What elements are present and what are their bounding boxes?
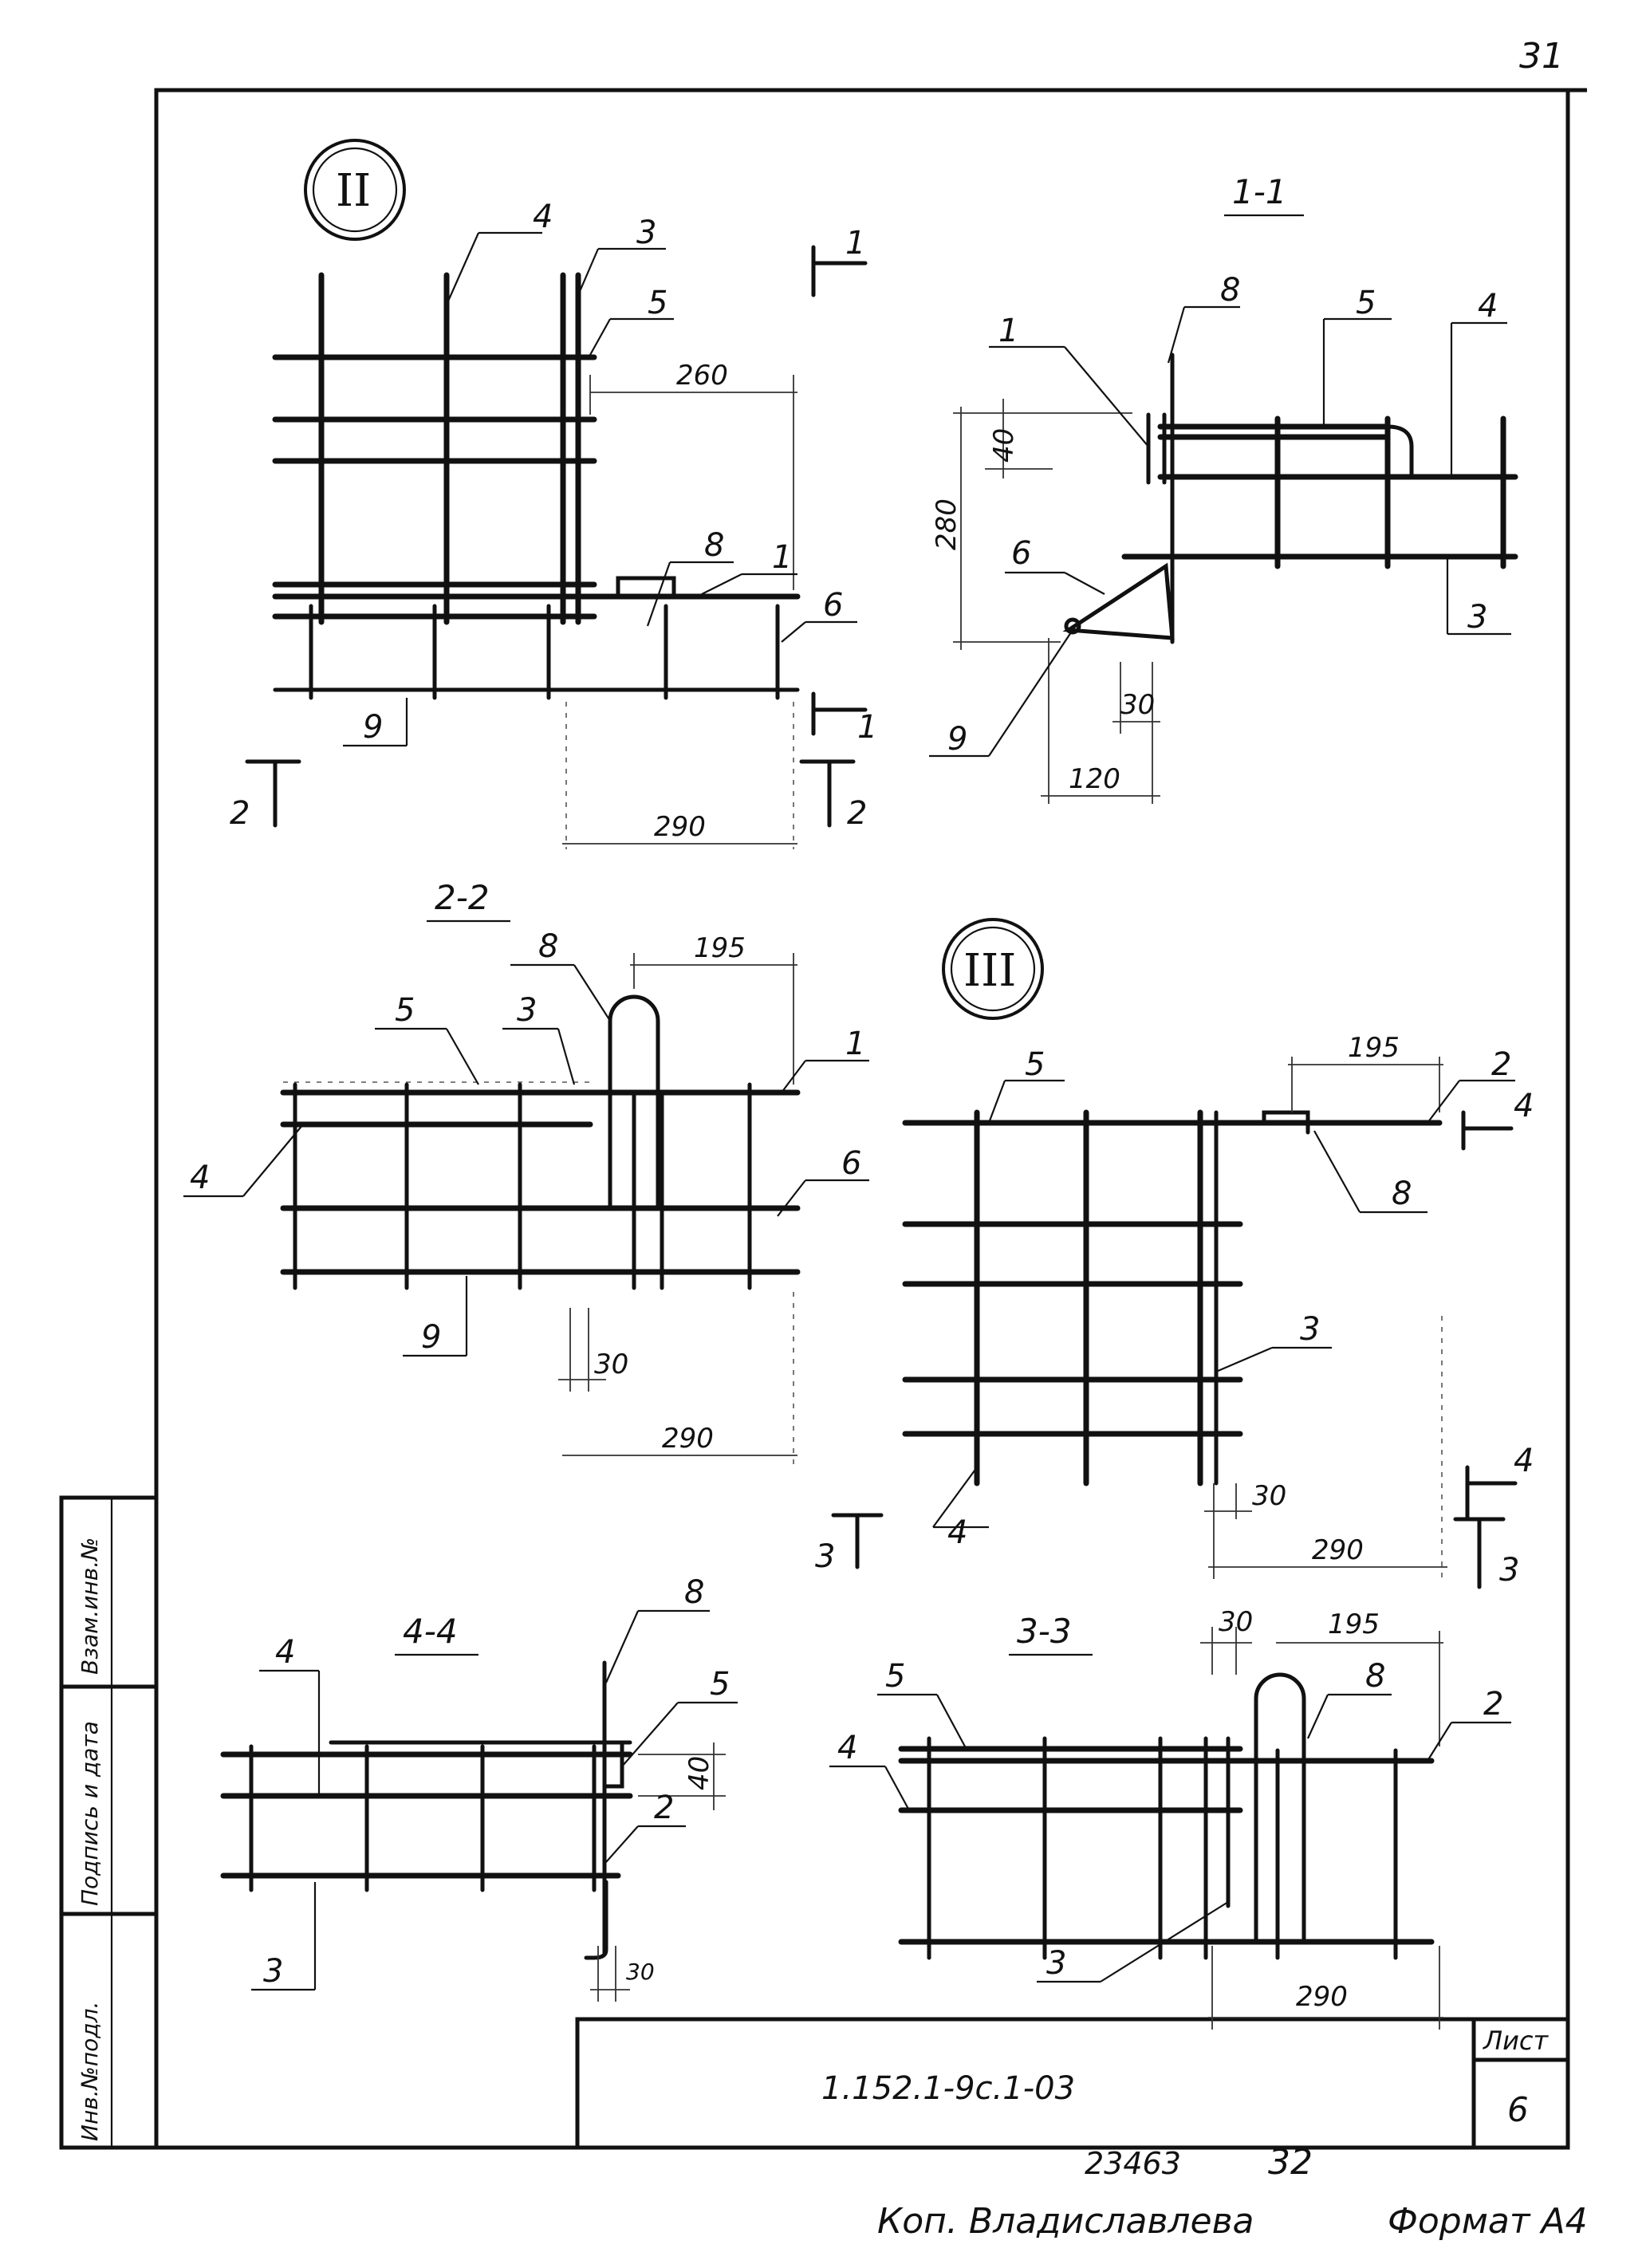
- section-2-2-pos-9: 9: [421, 1319, 441, 1356]
- node-III-pos-4: 4: [947, 1514, 967, 1551]
- section-2-2-pos-8: 8: [538, 928, 558, 965]
- section-1-1-pos-9: 9: [947, 721, 967, 758]
- section-1-1-pos-4: 4: [1478, 288, 1498, 325]
- node-III-sec3-left: 3: [815, 1538, 835, 1575]
- sheet-frame: [154, 88, 1587, 2150]
- section-3-3-pos-2: 2: [1483, 1686, 1503, 1723]
- section-1-1-dim-40: 40: [988, 428, 1020, 463]
- node-II-sec1-top: 1: [845, 225, 865, 262]
- page-number: 31: [1519, 36, 1564, 77]
- section-1-1-pos-1: 1: [998, 313, 1018, 349]
- designation: 1.152.1-9с.1-03: [821, 2070, 1075, 2107]
- node-II-sec2-left: 2: [230, 795, 250, 832]
- section-3-3-title: 3-3: [1017, 1612, 1072, 1651]
- node-III-pos-3: 3: [1300, 1311, 1320, 1348]
- section-4-4-pos-8: 8: [684, 1574, 704, 1611]
- stamp-inv-orig: Инв.№подл.: [77, 2002, 103, 2141]
- section-4-4-dim-40: 40: [683, 1756, 715, 1790]
- section-2-2-pos-4: 4: [190, 1160, 210, 1196]
- section-4-4-pos-2: 2: [654, 1790, 674, 1826]
- section-3-3-view: 3-3 30 195 290 5 8 2 4 3: [829, 1606, 1511, 2030]
- section-1-1-dim-30: 30: [1120, 689, 1155, 721]
- node-III-marker: III: [963, 945, 1016, 997]
- node-II-pos-4: 4: [533, 199, 553, 235]
- section-2-2-pos-3: 3: [517, 992, 537, 1029]
- section-1-1-dim-120: 120: [1069, 763, 1120, 795]
- section-1-1-pos-8: 8: [1220, 272, 1240, 309]
- section-2-2-view: 2-2 195 30 290 8 5 3 1 4: [183, 878, 869, 1467]
- footer-page: 32: [1268, 2142, 1313, 2183]
- section-2-2-pos-1: 1: [845, 1026, 865, 1062]
- footer-copied-by: Коп. Владиславлева: [877, 2201, 1254, 2242]
- section-2-2-dim-290: 290: [662, 1423, 714, 1455]
- node-III-pos-5: 5: [1025, 1046, 1045, 1083]
- node-II-pos-3: 3: [636, 215, 656, 251]
- section-1-1-dim-280: 280: [931, 498, 963, 550]
- section-3-3-pos-4: 4: [837, 1730, 857, 1766]
- section-3-3-pos-3: 3: [1046, 1945, 1066, 1982]
- section-4-4-view: 4-4 40 30 8 4 5 2 3: [220, 1574, 738, 2002]
- node-II-sec2-right: 2: [847, 795, 867, 832]
- section-3-3-pos-8: 8: [1365, 1658, 1385, 1695]
- section-4-4-pos-4: 4: [275, 1634, 295, 1671]
- title-block: 1.152.1-9с.1-03 Лист 6: [575, 2017, 1570, 2150]
- section-4-4-pos-3: 3: [263, 1953, 283, 1990]
- section-1-1-view: 1-1 40 280 30 120 8 5: [929, 172, 1518, 804]
- section-3-3-dim-30: 30: [1219, 1606, 1253, 1638]
- section-3-3-dim-290: 290: [1296, 1981, 1348, 2013]
- node-II-pos-1: 1: [772, 539, 792, 576]
- node-III-dim-290: 290: [1312, 1534, 1364, 1566]
- section-2-2-pos-6: 6: [841, 1145, 861, 1182]
- section-1-1-pos-3: 3: [1467, 599, 1487, 636]
- section-4-4-title: 4-4: [403, 1612, 458, 1651]
- node-III-sec4-top: 4: [1514, 1088, 1534, 1124]
- sheet-number: 6: [1507, 2090, 1529, 2129]
- section-1-1-pos-5: 5: [1356, 285, 1376, 321]
- side-stamp: Взам.инв.№ Подпись и дата Инв.№подл.: [59, 1495, 159, 2150]
- node-II-dim-260: 260: [676, 360, 728, 392]
- section-2-2-dim-195: 195: [694, 932, 746, 964]
- node-III-sec4-bot: 4: [1514, 1443, 1534, 1479]
- node-III-dim-195: 195: [1348, 1032, 1400, 1064]
- node-II-view: II 260 290 4 3 5 8: [230, 139, 877, 849]
- node-III-view: III 195 30 290 5 2 8 3 4: [815, 918, 1534, 1589]
- section-1-1-pos-6: 6: [1011, 535, 1031, 572]
- node-III-sec3-right: 3: [1499, 1552, 1519, 1589]
- section-4-4-pos-5: 5: [710, 1666, 730, 1703]
- section-3-3-dim-195: 195: [1328, 1608, 1380, 1640]
- node-II-pos-5: 5: [648, 285, 667, 321]
- section-2-2-dim-30: 30: [594, 1349, 628, 1380]
- node-II-sec1-bot: 1: [857, 709, 877, 746]
- node-III-dim-30: 30: [1252, 1480, 1286, 1512]
- node-II-dim-290: 290: [654, 811, 706, 843]
- node-II-pos-9: 9: [363, 709, 383, 746]
- section-2-2-title: 2-2: [435, 878, 490, 917]
- section-3-3-pos-5: 5: [885, 1658, 905, 1695]
- section-1-1-title: 1-1: [1232, 172, 1287, 211]
- node-III-pos-2: 2: [1491, 1046, 1511, 1083]
- node-II-pos-8: 8: [704, 527, 724, 564]
- sheet-label: Лист: [1483, 2026, 1549, 2056]
- node-II-pos-6: 6: [823, 587, 843, 624]
- stamp-replace-inv: Взам.инв.№: [77, 1538, 103, 1675]
- section-4-4-dim-30: 30: [626, 1959, 655, 1985]
- section-2-2-pos-5: 5: [395, 992, 415, 1029]
- footer-format: Формат А4: [1388, 2201, 1588, 2242]
- footer-inv: 23463: [1085, 2146, 1181, 2181]
- node-II-marker: II: [336, 165, 371, 217]
- stamp-signature-date: Подпись и дата: [77, 1721, 103, 1906]
- node-III-pos-8: 8: [1392, 1175, 1412, 1212]
